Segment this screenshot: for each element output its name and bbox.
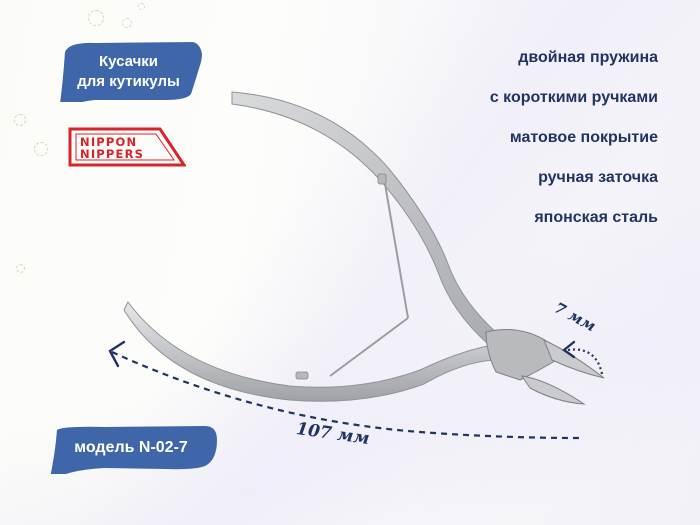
brand-line1: NIPPON [80,135,137,149]
sparkle-decoration [34,142,48,156]
blade-arrowhead-icon [561,340,576,359]
feature-item: ручная заточка [538,169,658,186]
sparkle-decoration [138,3,145,10]
spring-wire [329,317,409,377]
brand-logo: NIPPON NIPPERS [68,127,186,167]
lower-handle [123,301,495,402]
length-arrowhead-icon [108,340,126,368]
sparkle-decoration [14,114,26,126]
product-title-line2: для кутикулы [77,73,180,90]
feature-list: двойная пружина с короткими ручками мато… [490,46,658,246]
upper-handle [231,91,499,345]
sparkle-decoration [16,264,25,273]
spring-wire [383,177,409,319]
lower-blade [520,375,586,405]
product-title-line1: Кусачки [98,53,159,70]
model-bubble: модель N-02-7 [45,426,217,474]
product-title-bubble: Кусачки для кутикулы [55,42,202,102]
sparkle-decoration [122,18,132,28]
upper-blade [543,339,605,379]
sparkle-decoration [88,10,104,26]
feature-item: с короткими ручками [489,89,658,106]
brand-line2: NIPPERS [80,147,144,161]
nipper-head [485,329,561,381]
feature-item: двойная пружина [518,49,658,66]
feature-item: японская сталь [534,209,658,226]
model-label: модель N-02-7 [74,439,188,456]
length-dashed-arrow-icon [111,351,581,440]
feature-item: матовое покрытие [509,129,658,146]
